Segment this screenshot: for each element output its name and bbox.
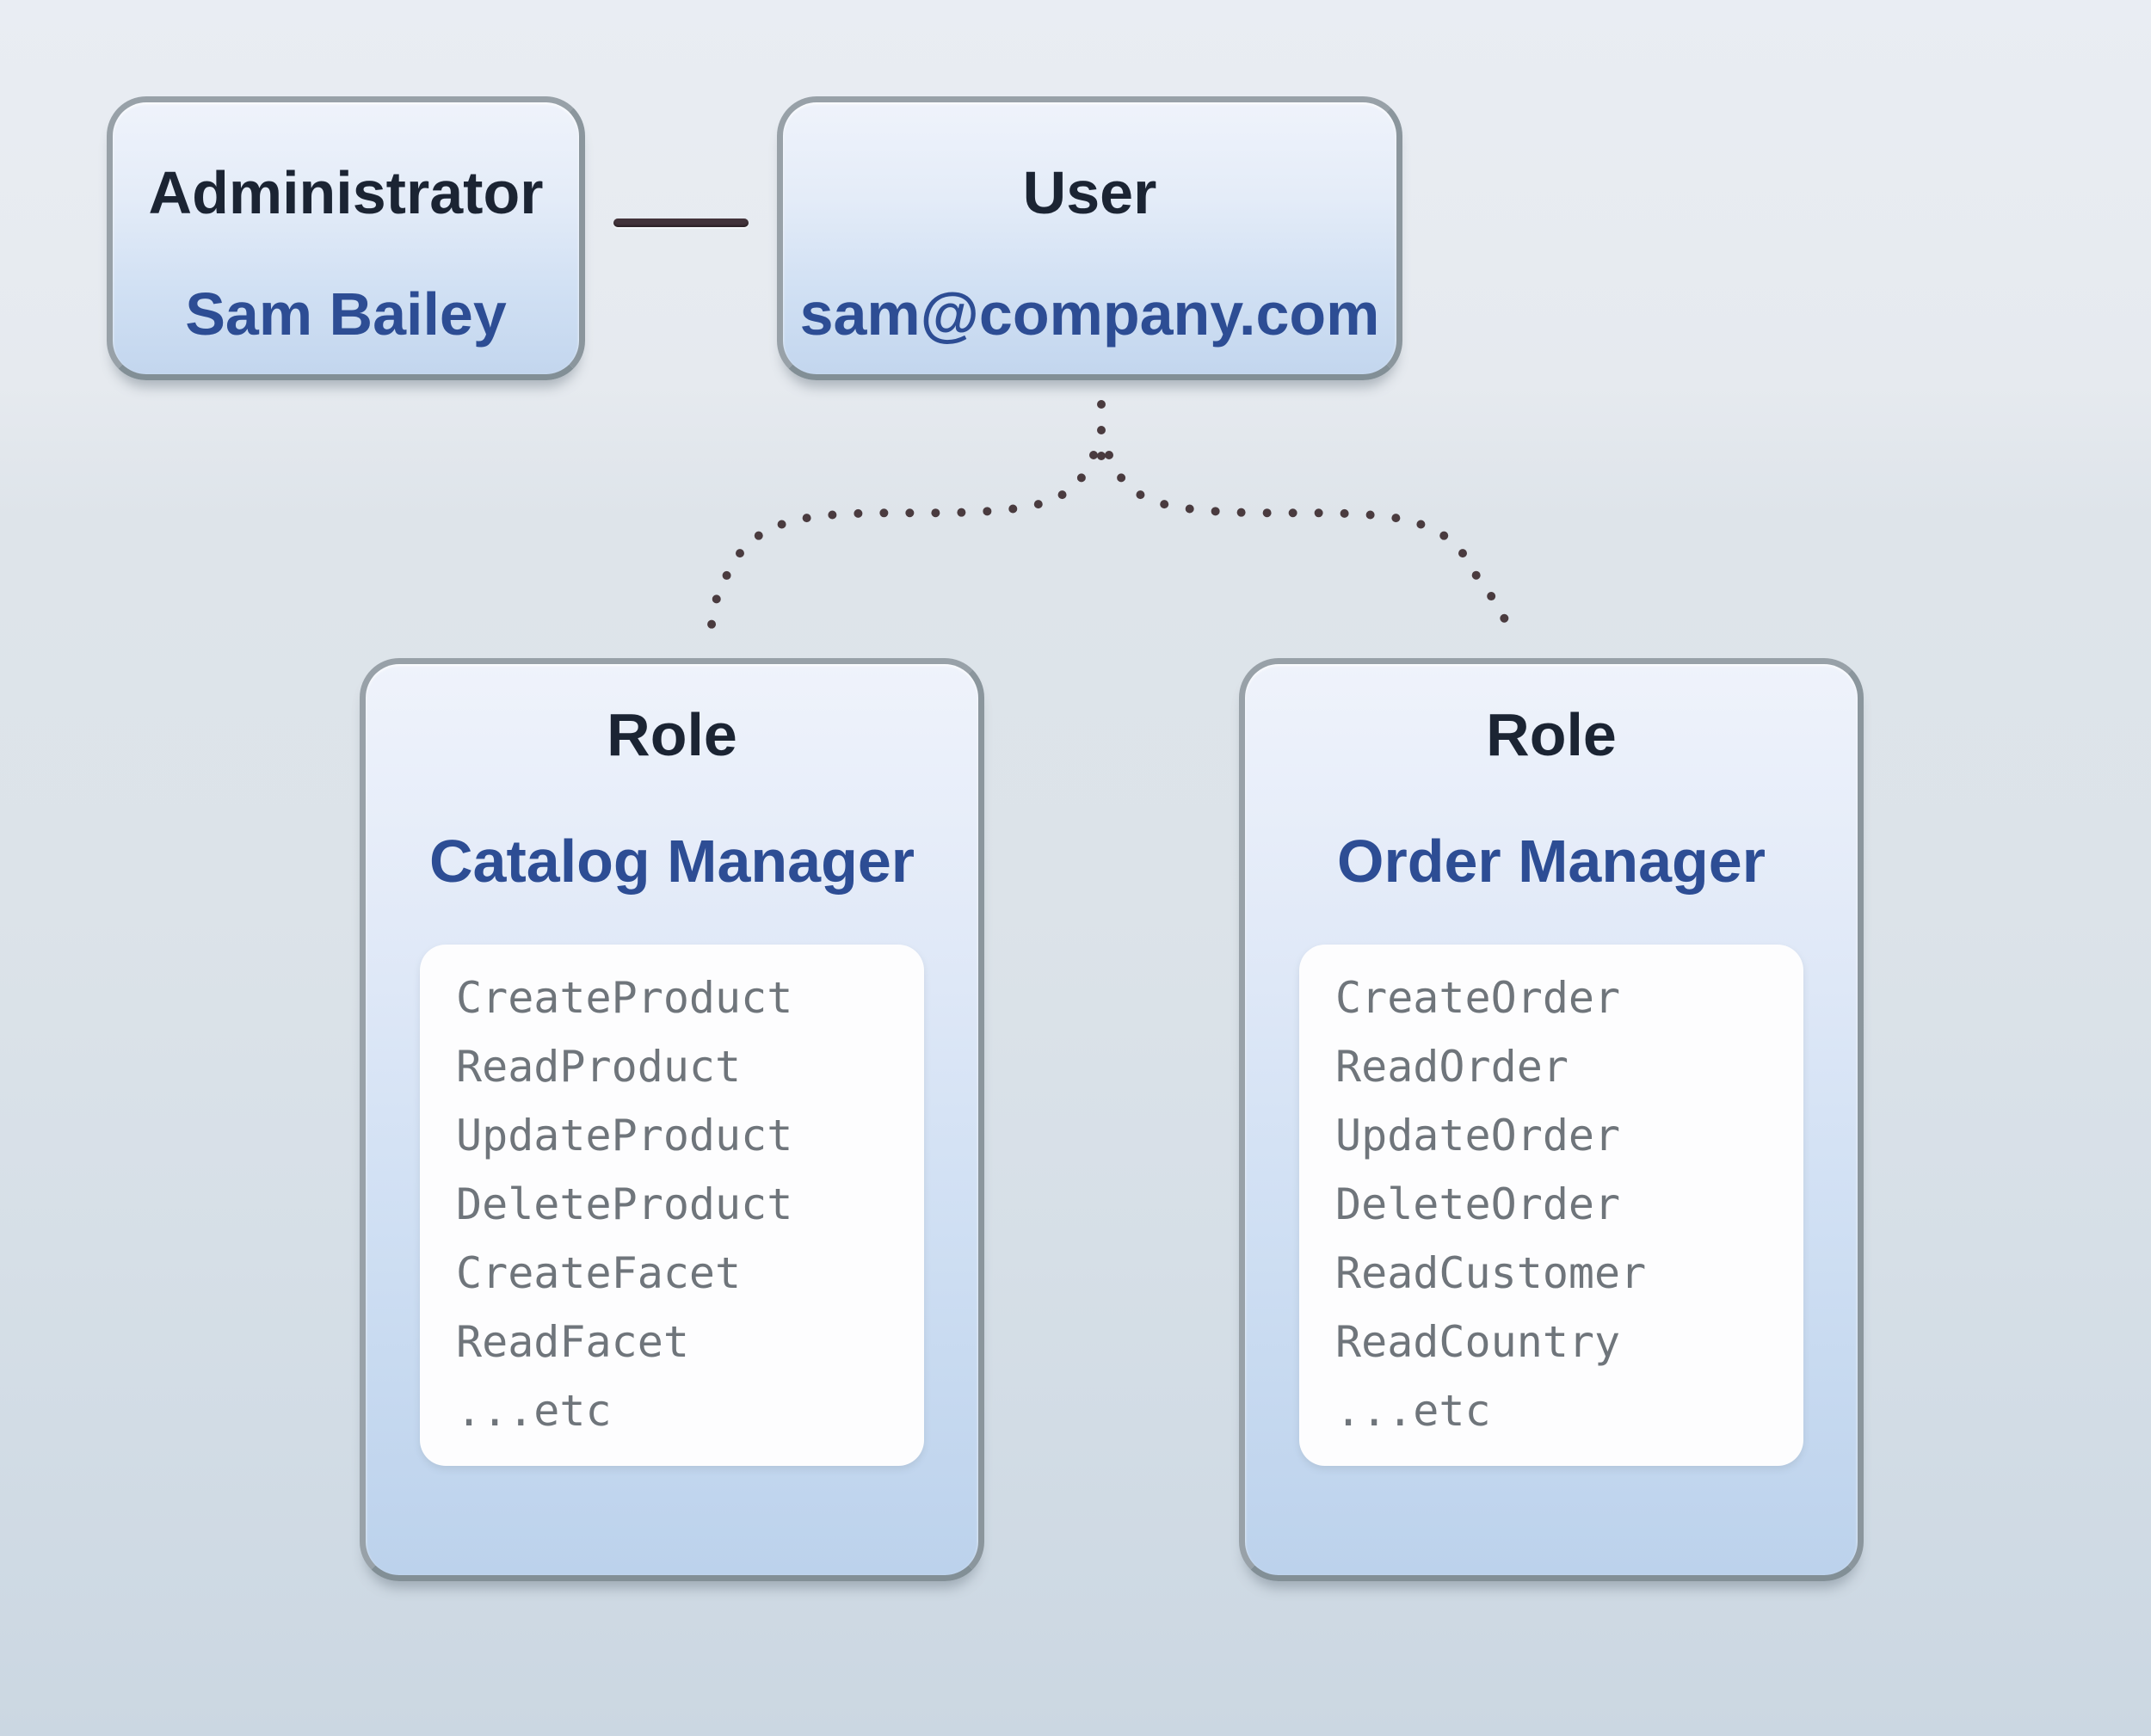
- role-name-catalog-manager: Catalog Manager: [429, 828, 915, 895]
- role-card-title: Role: [607, 701, 737, 768]
- admin-user-link-line: [613, 219, 749, 227]
- role-card-title: Role: [1486, 701, 1617, 768]
- permission-item: ReadCountry: [1335, 1317, 1621, 1367]
- dotted-curve-left: [707, 451, 1098, 630]
- permission-item: CreateFacet: [456, 1248, 742, 1298]
- administrator-card-title: Administrator: [148, 159, 544, 226]
- permission-item: UpdateOrder: [1335, 1111, 1621, 1160]
- permission-item: CreateProduct: [456, 973, 793, 1023]
- dotted-curve-right: [1105, 451, 1510, 630]
- permission-item: ...etc: [456, 1386, 612, 1436]
- administrator-name: Sam Bailey: [185, 280, 507, 348]
- permission-item: ReadOrder: [1335, 1042, 1569, 1092]
- permission-item: ...etc: [1335, 1386, 1491, 1436]
- administrator-card: Administrator Sam Bailey: [107, 96, 585, 380]
- permission-item: ReadProduct: [456, 1042, 742, 1092]
- permission-item: DeleteOrder: [1335, 1179, 1621, 1229]
- permission-item: DeleteProduct: [456, 1179, 793, 1229]
- user-email: sam@company.com: [799, 280, 1380, 348]
- user-card: User sam@company.com: [777, 96, 1402, 380]
- role-name-order-manager: Order Manager: [1337, 828, 1766, 895]
- permission-item: ReadCustomer: [1335, 1248, 1647, 1298]
- permission-item: CreateOrder: [1335, 973, 1621, 1023]
- permission-item: UpdateProduct: [456, 1111, 793, 1160]
- permission-item: ReadFacet: [456, 1317, 689, 1367]
- user-card-title: User: [1022, 159, 1157, 226]
